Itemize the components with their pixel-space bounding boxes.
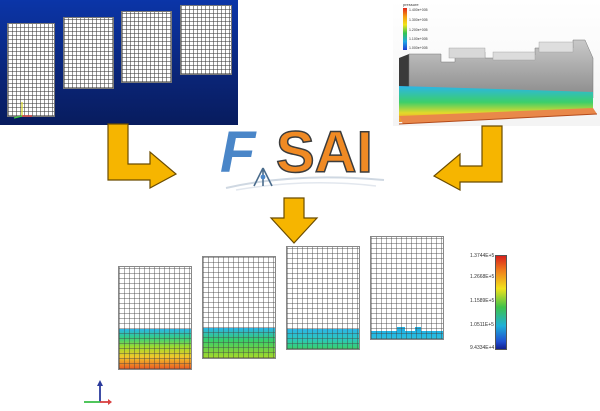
- mesh-sheet-2: [63, 17, 114, 89]
- result-panel-2: [202, 256, 276, 359]
- top-legend-value-3: 1.200e+005: [409, 28, 428, 32]
- arrow-left-icon: [107, 123, 178, 190]
- logo-letter-f: F: [220, 120, 256, 185]
- result-panel-3: [286, 246, 360, 350]
- bottom-axis-triad-icon: [84, 380, 112, 405]
- bottom-legend-value-4: 1.0511E+5: [470, 322, 494, 328]
- top-left-viewport: [0, 0, 238, 125]
- bottom-legend-value-5: 9.4334E+4: [470, 345, 495, 351]
- bottom-legend-value-3: 1.1589E+5: [470, 298, 495, 304]
- arrow-down-icon: [269, 197, 319, 244]
- result-panel-4: [370, 236, 444, 340]
- top-legend-value-2: 1.300e+005: [409, 18, 428, 22]
- top-legend-value-4: 1.100e+005: [409, 37, 428, 41]
- top-legend-value-5: 1.000e+005: [409, 46, 428, 50]
- bottom-legend-colorbar: [495, 255, 507, 350]
- top-legend-value-1: 1.400e+005: [409, 8, 428, 12]
- logo-letters-sai: SAI: [275, 120, 373, 185]
- result-panel-1: [118, 266, 192, 370]
- mesh-sheet-3: [121, 11, 172, 83]
- top-right-3d-result: pressure 1.400e+005 1.300e+005 1.200e+00…: [393, 0, 600, 126]
- bottom-legend-value-2: 1.2668E+5: [470, 274, 495, 280]
- arrow-right-icon: [432, 125, 503, 192]
- top-legend-colorbar: [403, 8, 407, 50]
- mesh-sheet-1: [7, 23, 55, 117]
- mesh-sheet-4: [180, 5, 232, 75]
- axis-triad-icon: [13, 102, 32, 119]
- tank-3d-render: [398, 39, 598, 125]
- bottom-legend-value-1: 1.3744E+5: [470, 253, 495, 259]
- logo-tripod-icon: [253, 167, 273, 187]
- top-legend-title: pressure: [403, 2, 419, 7]
- fsai-logo: F SAI: [216, 123, 388, 194]
- logo-swoosh: [225, 176, 385, 191]
